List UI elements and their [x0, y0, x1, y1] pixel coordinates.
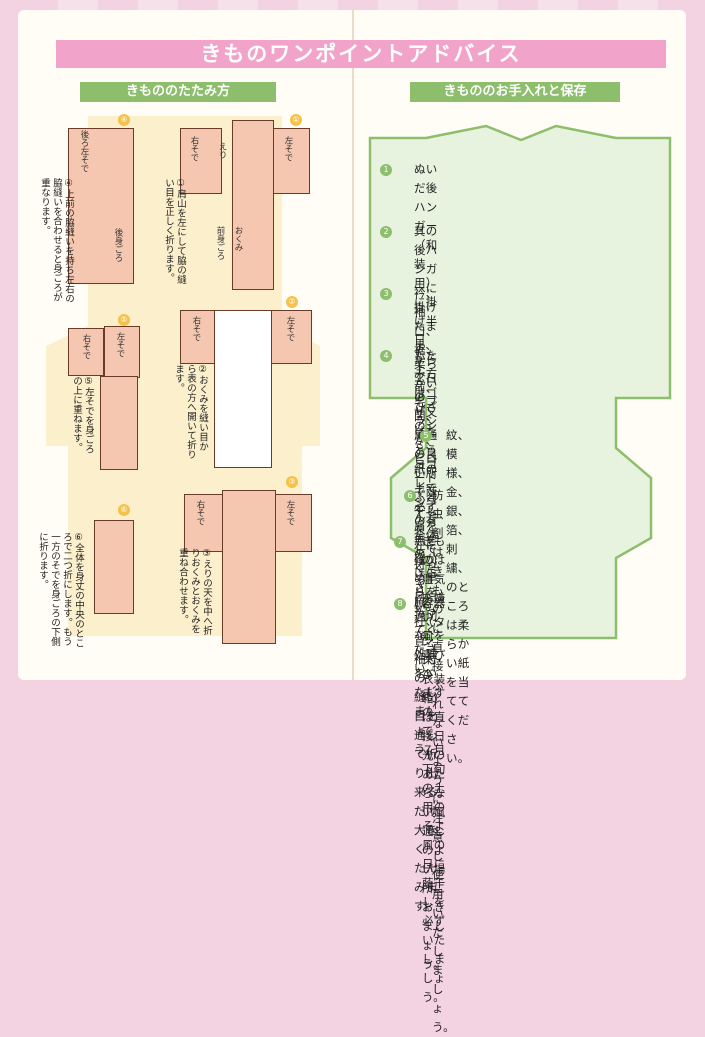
step-5-badge: ⑤ — [118, 314, 130, 326]
step-2-badge: ② — [286, 296, 298, 308]
label-hidari-sode-1: 左そで — [283, 136, 293, 162]
folding-heading: きもののたたみ方 — [80, 82, 276, 102]
label-okumi: おくみ — [233, 226, 243, 252]
tip-8-badge: 8 — [394, 598, 406, 610]
label-migi-sode-5: 右そで — [81, 334, 91, 360]
step-4-text: ④上前の脇縫いを持ち左右の脇縫いを合わせると身ごろが重なります。 — [39, 178, 74, 303]
label-ushiro-hidari-sode: 後ろ左そで — [79, 130, 89, 173]
page-title: きものワンポイントアドバイス — [56, 40, 666, 68]
step-1-sleeve-right — [180, 128, 222, 194]
label-maemigoro: 前身ごろ — [215, 226, 225, 260]
label-migi-sode-1: 右そで — [189, 136, 199, 162]
tip-6-badge: 6 — [404, 490, 416, 502]
tip-3-badge: 3 — [380, 288, 392, 300]
step-1-sleeve-left — [272, 128, 310, 194]
care-heading: きもののお手入れと保存 — [410, 82, 620, 102]
tip-1-badge: 1 — [380, 164, 392, 176]
step-4-kimono — [68, 128, 134, 284]
tip-4-badge: 4 — [380, 350, 392, 362]
step-5-body — [100, 376, 138, 470]
label-migi-sode-3: 右そで — [195, 500, 205, 526]
step-3-body — [222, 490, 276, 644]
step-5-text: ⑤左そでを身ごろの上に重ねます。 — [71, 376, 94, 454]
label-ushiro-migoro: 後身ごろ — [113, 228, 123, 262]
tip-8-text: 容器（タンス・衣装箱）は直接日光の あたらない風通しのよい場所に おきましょう。 — [422, 596, 446, 971]
step-1-badge: ① — [290, 114, 302, 126]
step-3-text: ③えりの天を中へ折りおくみとおくみを重ね合わせます。 — [177, 548, 212, 635]
step-6-text: ⑥全体を身丈の中央のところで二つ折にします。もう一方のそでを身ごろの下側に折りま… — [37, 532, 84, 648]
step-2-text: ②おくみを縫い目から表の方へ開いて折ります。 — [173, 364, 208, 459]
tip-5-badge: 5 — [420, 430, 432, 442]
tip-2-text: 其の後ハンガーに掛けたまま、柔らかい 毛ブラシか、ビロードふとんで全体の ほこり… — [414, 224, 438, 675]
label-hidari-sode-3: 左そで — [285, 500, 295, 526]
label-migi-sode-2: 右そで — [191, 316, 201, 342]
step-6-kimono — [94, 520, 134, 614]
step-2-body-open — [214, 310, 272, 468]
label-eri: えり — [217, 142, 227, 159]
step-3-badge: ③ — [286, 476, 298, 488]
tip-2-badge: 2 — [380, 226, 392, 238]
center-fold — [352, 10, 354, 680]
label-hidari-sode-5: 左そで — [115, 332, 125, 358]
step-5-sleeve-right — [68, 328, 104, 376]
label-hidari-sode-2: 左そで — [285, 316, 295, 342]
tip-7-badge: 7 — [394, 536, 406, 548]
step-6-badge: ⑥ — [118, 504, 130, 516]
step-4-badge: ④ — [118, 114, 130, 126]
care-kimono-outline — [368, 124, 672, 640]
step-1-body — [232, 120, 274, 290]
tip-1-text: ぬいだ後ハンガー（和装用）に掛け半日 から１日の間、風通の良い所で蔭干しを して… — [414, 162, 438, 613]
step-1-text: ①肩山を左にして脇の縫い目を正しく折ります。 — [163, 178, 186, 284]
step-3-sleeve-right — [184, 494, 224, 552]
